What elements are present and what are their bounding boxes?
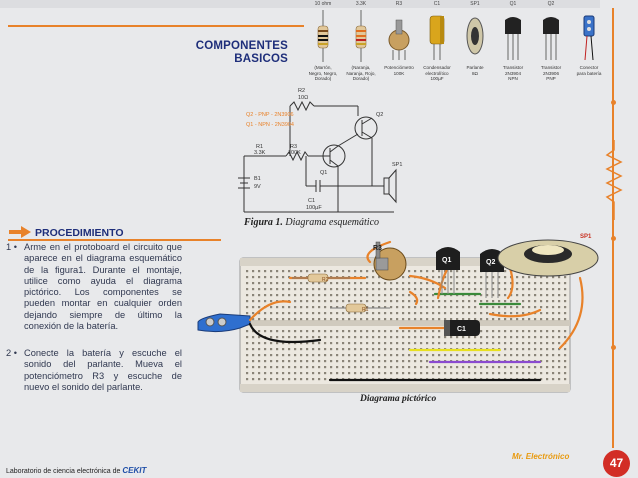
procedure-rule	[8, 239, 221, 241]
pictorial-q2-label: Q2	[486, 259, 495, 266]
component-label: SP1	[470, 1, 480, 7]
schematic-q1-label: Q1	[320, 170, 327, 176]
component-label: Q1	[509, 1, 517, 7]
schematic-c1-label: C1	[308, 198, 315, 204]
step-number: 1 •	[6, 242, 18, 252]
transistor-icon	[505, 17, 521, 60]
pictorial-r1-label: R1	[362, 307, 369, 313]
section-header: COMPONENTES BASICOS	[196, 40, 288, 66]
schematic-r2-value: 10Ω	[298, 95, 308, 101]
component-label	[570, 2, 608, 10]
footer-brand: CEKIT	[122, 466, 147, 475]
arrow-icon	[9, 226, 31, 238]
component-label: C1	[433, 1, 441, 7]
side-dot	[611, 100, 616, 105]
component-label: 10 ohm	[314, 1, 332, 7]
pictorial-diagram: R3 Q1 Q2 C1 R2 R1 SP1	[197, 234, 599, 393]
mascot-logo: Mr. Electrónico	[512, 452, 570, 461]
component-label: 3.3K	[355, 1, 367, 7]
pictorial-speaker	[497, 239, 599, 277]
schematic-r1-value: 3.3K	[254, 150, 266, 156]
pictorial-r3-label: R3	[373, 245, 382, 252]
schematic-b1-label: B1	[254, 176, 261, 182]
step-text: Conecte la batería y escuche el sonido d…	[24, 348, 182, 392]
header-line-2: BASICOS	[234, 53, 288, 65]
side-dot	[611, 236, 616, 241]
schematic-c1-value: 100µF	[306, 205, 322, 211]
side-dot	[611, 345, 616, 350]
component-caption: (Marrón,Negro, Negro,Dorado)	[308, 65, 338, 82]
procedure-step-2: 2 • Conecte la batería y escuche el soni…	[6, 348, 182, 393]
header-line-1: COMPONENTES	[195, 40, 288, 52]
header-rule	[8, 25, 304, 27]
component-label: Q2	[547, 1, 555, 7]
step-number: 2 •	[6, 348, 18, 358]
speaker-icon	[466, 17, 484, 55]
schematic-r3-label: R3	[290, 144, 297, 150]
component-caption: (Naranja,Naranja, Rojo,Dorado)	[346, 65, 376, 82]
pictorial-caption: Diagrama pictórico	[360, 394, 437, 404]
figure-caption: Figura 1. Diagrama esquemático	[244, 217, 380, 228]
schematic-diagram: Q2 - PNP - 2N3906 Q1 - NPN - 2N3904 R2 1…	[238, 88, 402, 213]
resistor-zigzag-icon	[605, 140, 623, 220]
footer: Laboratorio de ciencia electrónica de CE…	[6, 466, 147, 475]
battery-connector-icon	[583, 15, 595, 61]
schematic-r3-value: 100K	[288, 150, 301, 156]
component-label: R3	[395, 1, 403, 7]
pictorial-capacitor	[444, 320, 480, 336]
component-resistor-10: 10 ohm (Marrón,Negro, Negro,Dorado)	[304, 1, 342, 82]
resistor-icon	[317, 10, 329, 62]
pictorial-resistor-r1	[330, 303, 390, 313]
component-resistor-3k3: 3.3K (Naranja,Naranja, Rojo,Dorado)	[342, 1, 380, 82]
side-rule	[612, 8, 614, 448]
transistor-icon	[543, 17, 559, 60]
resistor-icon	[355, 10, 367, 62]
schematic-q2-label: Q2	[376, 112, 383, 118]
procedure-title: PROCEDIMIENTO	[35, 227, 124, 239]
page-number: 47	[603, 450, 630, 477]
schematic-q1-note: Q1 - NPN - 2N3904	[246, 122, 294, 128]
pictorial-sp1-label: SP1	[580, 234, 592, 240]
pictorial-potentiometer	[373, 241, 407, 281]
procedure-step-1: 1 • Arme en el protoboard el circuito qu…	[6, 242, 182, 332]
pictorial-resistor-r2	[292, 273, 350, 283]
schematic-sp1-label: SP1	[392, 162, 402, 168]
schematic-r2-label: R2	[298, 88, 305, 94]
schematic-q2-note: Q2 - PNP - 2N3906	[246, 112, 294, 118]
pictorial-transistor-q1	[436, 247, 460, 294]
step-text: Arme en el protoboard el circuito que ap…	[24, 242, 182, 332]
potentiometer-icon	[388, 19, 410, 60]
pictorial-q1-label: Q1	[442, 257, 451, 264]
schematic-b1-value: 9V	[254, 184, 261, 190]
pictorial-transistor-q2	[480, 249, 504, 298]
schematic-r1-label: R1	[256, 144, 263, 150]
capacitor-icon	[429, 15, 445, 60]
pictorial-c1-label: C1	[457, 326, 466, 333]
pictorial-r2-label: R2	[322, 277, 329, 283]
top-band	[0, 0, 600, 8]
